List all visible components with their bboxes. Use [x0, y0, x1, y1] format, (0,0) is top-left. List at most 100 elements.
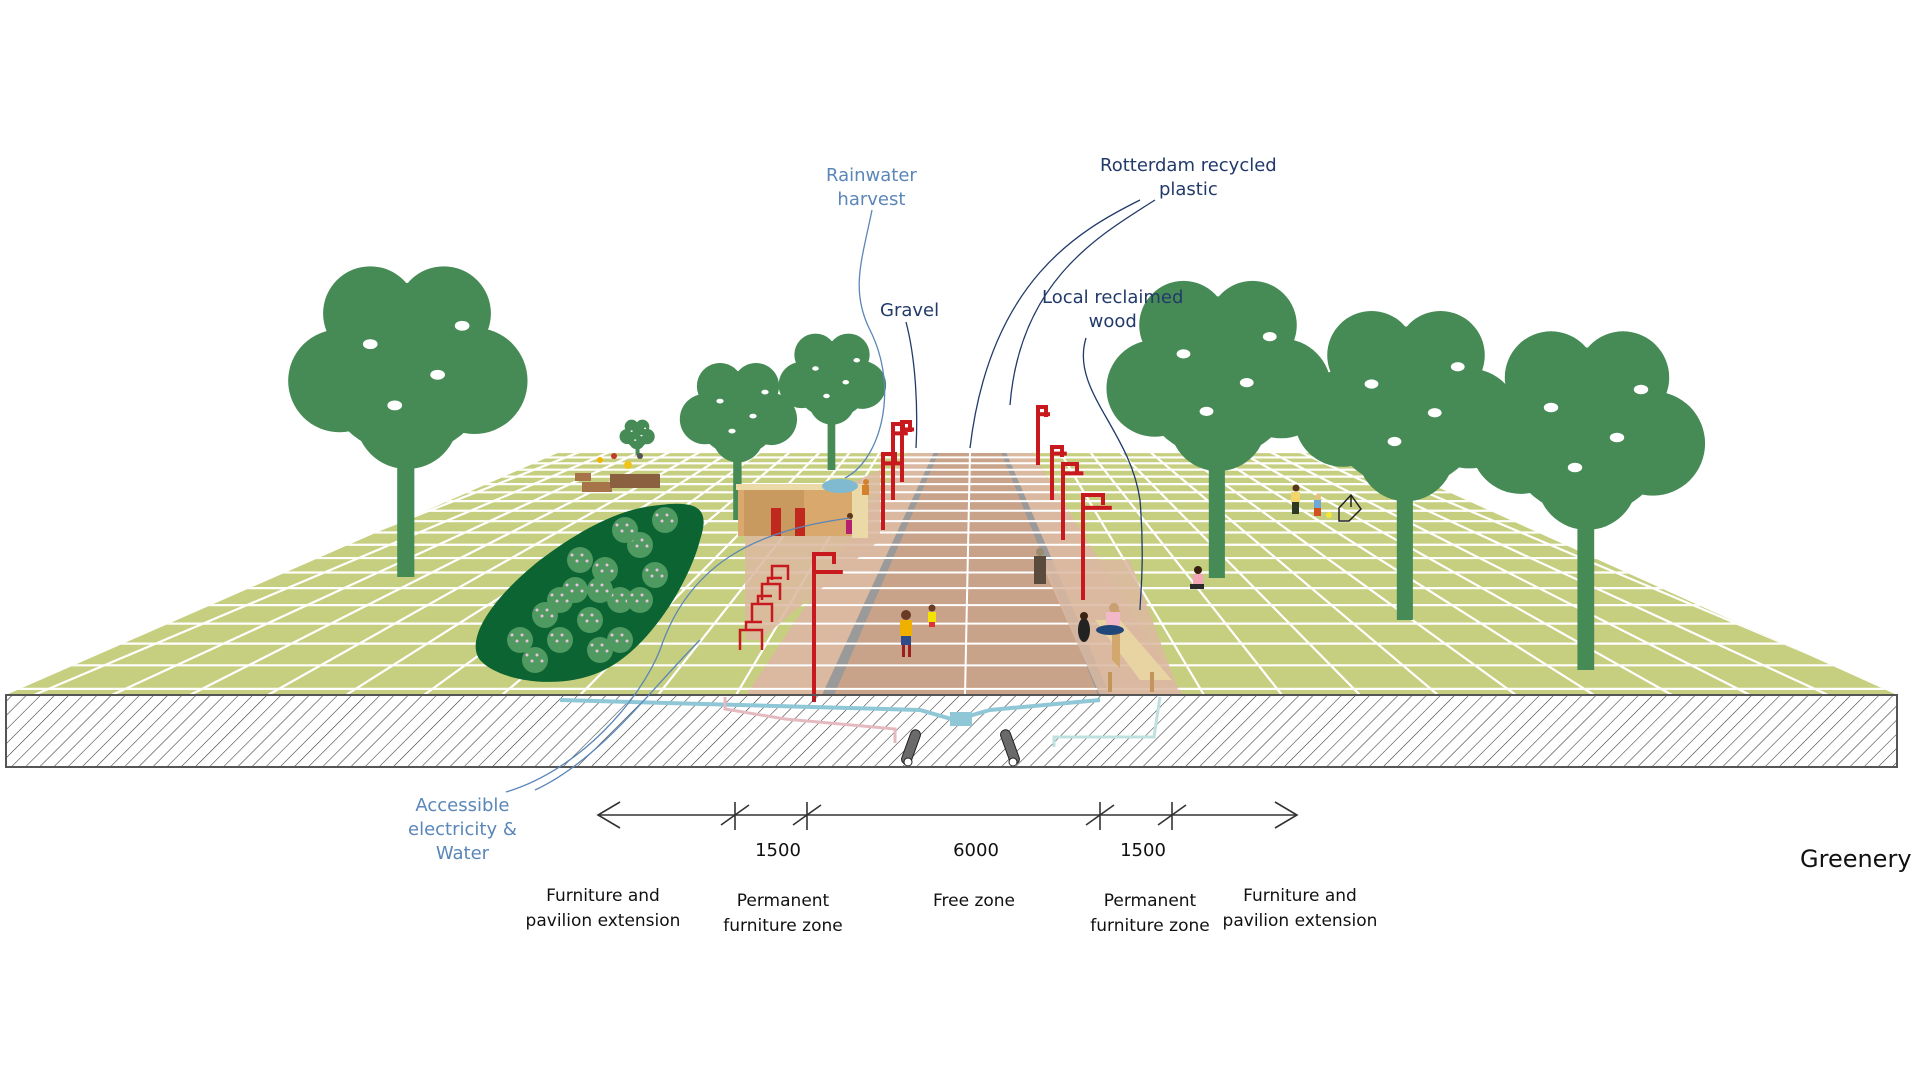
lamp-arm	[881, 461, 901, 466]
label-line: harvest	[837, 189, 906, 210]
label-line: Rotterdam recycled	[1100, 155, 1277, 176]
flower	[550, 614, 554, 618]
plant	[587, 577, 613, 603]
plant	[507, 627, 533, 653]
label-line: wood	[1088, 311, 1137, 332]
flower	[540, 659, 544, 663]
lamp-arm	[1061, 462, 1077, 466]
leader-plastic-1	[969, 199, 1141, 449]
flower	[655, 513, 659, 517]
lamp-arm	[1050, 445, 1062, 449]
lamp-arm	[1036, 412, 1050, 417]
path-free-zone	[830, 452, 1100, 695]
dimension-tick-slash	[1085, 804, 1115, 826]
lamp-arm	[900, 427, 914, 432]
flower	[670, 519, 674, 523]
canopy-gap	[1450, 362, 1465, 372]
lamp-head	[832, 552, 836, 564]
tree-canopy	[732, 363, 780, 410]
arrow-icon	[596, 801, 621, 829]
canopy-gap	[749, 413, 757, 419]
lamp-arm	[1050, 451, 1067, 456]
plant	[592, 557, 618, 583]
lamp-arm	[900, 420, 910, 424]
person-icon	[1314, 494, 1321, 516]
flower	[650, 574, 654, 578]
flower	[560, 593, 564, 597]
grid-line	[1089, 452, 1283, 695]
person-icon	[637, 453, 643, 459]
lamp-arm	[881, 452, 895, 456]
canopy-gap	[430, 369, 445, 380]
lamp-pole	[881, 452, 885, 530]
canopy-gap	[634, 439, 637, 441]
goal-icon	[1338, 493, 1362, 522]
label-line: Water	[435, 843, 490, 864]
dimension-value: 6000	[953, 840, 999, 861]
community-garden	[575, 453, 660, 492]
canopy-gap	[640, 434, 643, 437]
lamp-arm	[812, 552, 834, 556]
flower	[535, 608, 539, 612]
flower	[595, 649, 599, 653]
street-lamp-icon	[812, 552, 843, 702]
tree-icon	[778, 333, 887, 470]
person-icon	[928, 604, 936, 627]
grid-line	[1149, 452, 1439, 695]
plant	[567, 547, 593, 573]
flower	[610, 569, 614, 573]
grid-line	[267, 452, 701, 695]
person-icon	[597, 457, 603, 463]
flower	[660, 574, 664, 578]
flower	[575, 583, 579, 587]
zone-label: Furniture and pavilion extension	[1223, 884, 1378, 934]
tree-trunk	[827, 420, 836, 470]
zone-line: Permanent	[736, 891, 830, 911]
lamp-head	[1075, 462, 1079, 474]
lamp-arm	[812, 570, 843, 574]
lamp-head	[1101, 493, 1105, 505]
lamp-arm	[1036, 405, 1046, 409]
flower	[530, 659, 534, 663]
flower	[580, 553, 584, 557]
flower	[555, 639, 559, 643]
label-line: Rainwater	[826, 165, 917, 186]
canopy-gap	[1364, 379, 1379, 389]
flower	[665, 513, 669, 517]
lamp-arm	[1081, 505, 1112, 510]
flower	[620, 633, 624, 637]
plant	[627, 587, 653, 613]
canopy-gap	[1176, 349, 1191, 359]
canopy-gap	[1239, 378, 1254, 388]
rain-garden-plants	[507, 507, 678, 673]
canopy-gap	[630, 430, 633, 432]
plant	[547, 627, 573, 653]
rain-garden	[475, 503, 704, 682]
tree-trunk	[1208, 448, 1225, 578]
flower	[585, 619, 589, 623]
grid-line	[1269, 452, 1751, 695]
tree-trunk	[1577, 490, 1595, 670]
flower	[625, 523, 629, 527]
lamp-pole	[1061, 462, 1065, 540]
water-collector	[950, 712, 972, 726]
flower	[525, 639, 529, 643]
zone-line: Free zone	[932, 891, 1016, 911]
label-gravel: Gravel	[880, 300, 940, 321]
flower	[585, 559, 589, 563]
zone-line: Permanent	[1103, 891, 1197, 911]
grid-line	[1179, 452, 1517, 695]
person-icon	[900, 610, 912, 657]
flower	[605, 649, 609, 653]
grid-line	[189, 452, 671, 695]
person-icon	[1190, 566, 1204, 589]
door	[771, 508, 781, 536]
flower	[555, 599, 559, 603]
lamp-pole	[812, 552, 816, 702]
flower	[570, 589, 574, 593]
canopy-gap	[362, 339, 378, 349]
flower	[630, 529, 634, 533]
door	[795, 508, 805, 536]
flower	[570, 553, 574, 557]
